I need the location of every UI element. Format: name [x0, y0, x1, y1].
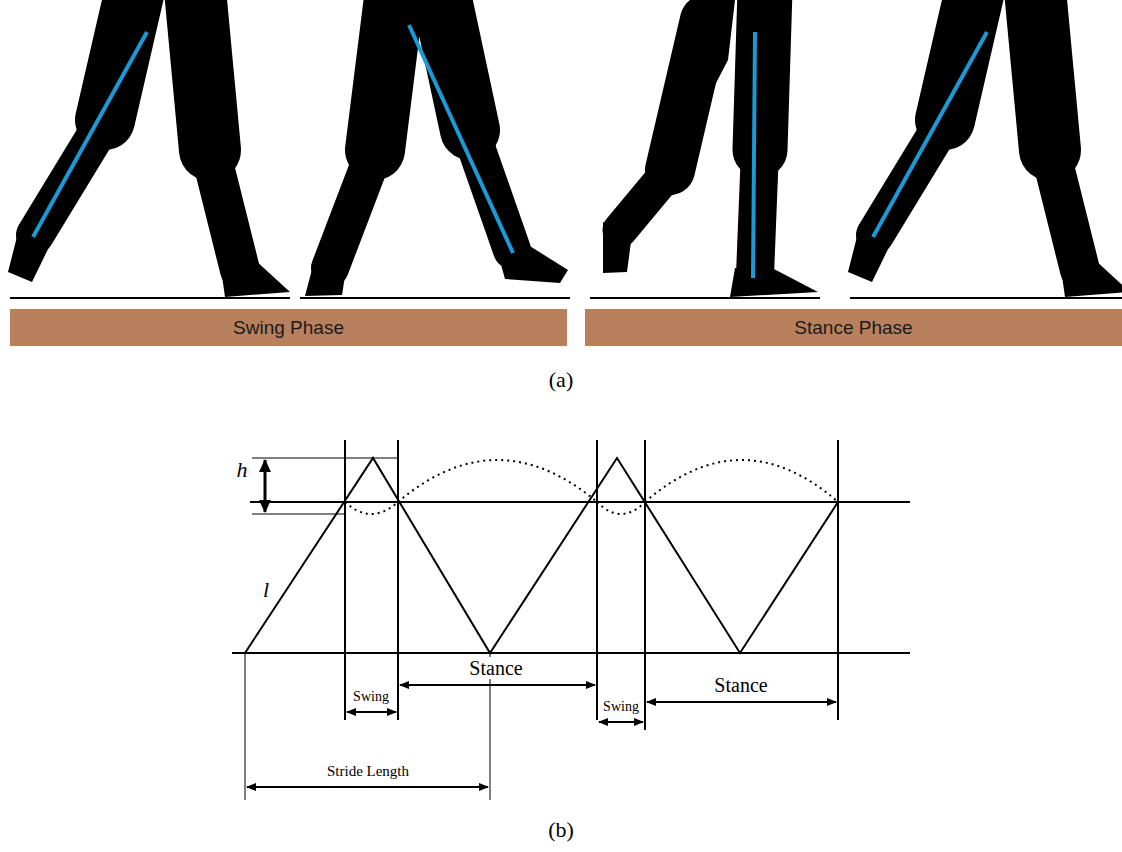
phase-label: Swing: [601, 699, 641, 714]
subfigure-caption: (a): [547, 368, 575, 392]
gait-geometry: [232, 440, 910, 800]
leg-figure: [848, 0, 1122, 298]
dimension-label: Stride Length: [325, 763, 411, 780]
band-text: Stance Phase: [794, 317, 912, 339]
phase-label: Stance: [467, 657, 524, 679]
band-text: Swing Phase: [233, 317, 344, 339]
phase-label: Stance: [712, 674, 769, 696]
leg-figure: [300, 0, 570, 298]
phase-label: Swing: [351, 689, 391, 704]
leg-figure: [590, 0, 820, 298]
phase-band: Stance Phase: [585, 309, 1122, 346]
subfigure-caption: (b): [546, 818, 576, 842]
dimension-label: l: [261, 578, 271, 602]
leg-figure: [8, 0, 290, 298]
dimension-label: h: [235, 458, 250, 482]
phase-band: Swing Phase: [10, 309, 567, 346]
